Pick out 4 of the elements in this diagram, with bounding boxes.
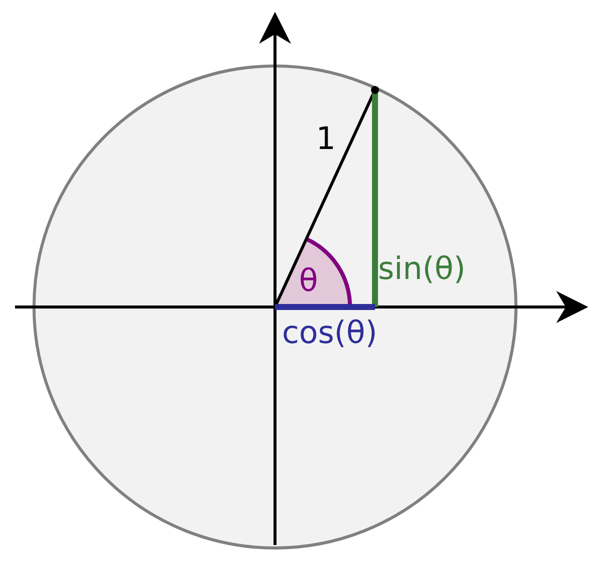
radius-label: 1 — [316, 124, 336, 155]
sine-label: sin(θ) — [378, 254, 466, 285]
angle-label: θ — [299, 266, 318, 297]
cosine-label: cos(θ) — [282, 318, 378, 349]
